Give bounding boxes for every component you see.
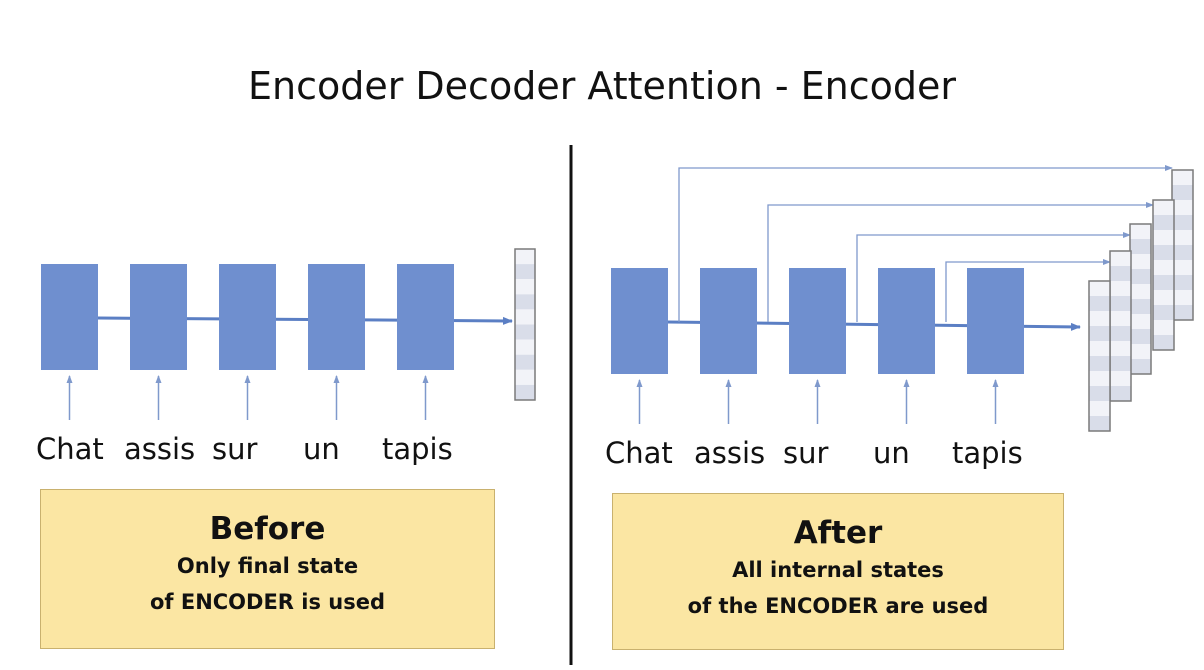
right-word-tapis: tapis [952,436,1023,470]
right-internal-state-vector [1109,250,1132,402]
before-note-box: Before Only final state of ENCODER is us… [40,489,495,649]
right-encoder-cell [611,268,668,374]
left-word-chat: Chat [36,432,104,466]
before-heading: Before [209,511,326,547]
right-word-chat: Chat [605,436,673,470]
before-line-1: Only final state [176,554,359,578]
right-internal-state-vector [1171,169,1194,321]
right-encoder-cell [789,268,846,374]
left-encoder-cell [41,264,98,370]
after-heading: After [793,515,883,551]
right-internal-state-vector [1088,280,1111,432]
left-encoder-cell [397,264,454,370]
left-word-tapis: tapis [382,432,453,466]
right-internal-state-vector [1129,223,1152,375]
before-line-2: of ENCODER is used [149,590,386,614]
right-word-sur: sur [783,436,829,470]
attention-tap-arrow [945,259,1111,322]
slide-title: Encoder Decoder Attention - Encoder [247,64,957,108]
left-encoder-cell [219,264,276,370]
right-encoder-cell [967,268,1024,374]
left-word-assis: assis [124,432,196,466]
right-encoder-cell [700,268,757,374]
after-line-1: All internal states [732,558,944,582]
attention-tap-arrow [767,202,1154,322]
attention-tap-arrow [856,232,1131,322]
left-word-un: un [303,432,340,466]
attention-tap-arrow [678,165,1173,322]
right-word-un: un [873,436,910,470]
left-word-sur: sur [212,432,258,466]
after-line-2: of the ENCODER are used [687,594,989,618]
left-encoder-cell [308,264,365,370]
right-word-assis: assis [694,436,766,470]
left-final-state-vector [514,248,536,401]
right-encoder-cell [878,268,935,374]
left-encoder-cell [130,264,187,370]
after-note-box: After All internal states of the ENCODER… [612,493,1064,650]
right-internal-state-vector [1152,199,1175,351]
